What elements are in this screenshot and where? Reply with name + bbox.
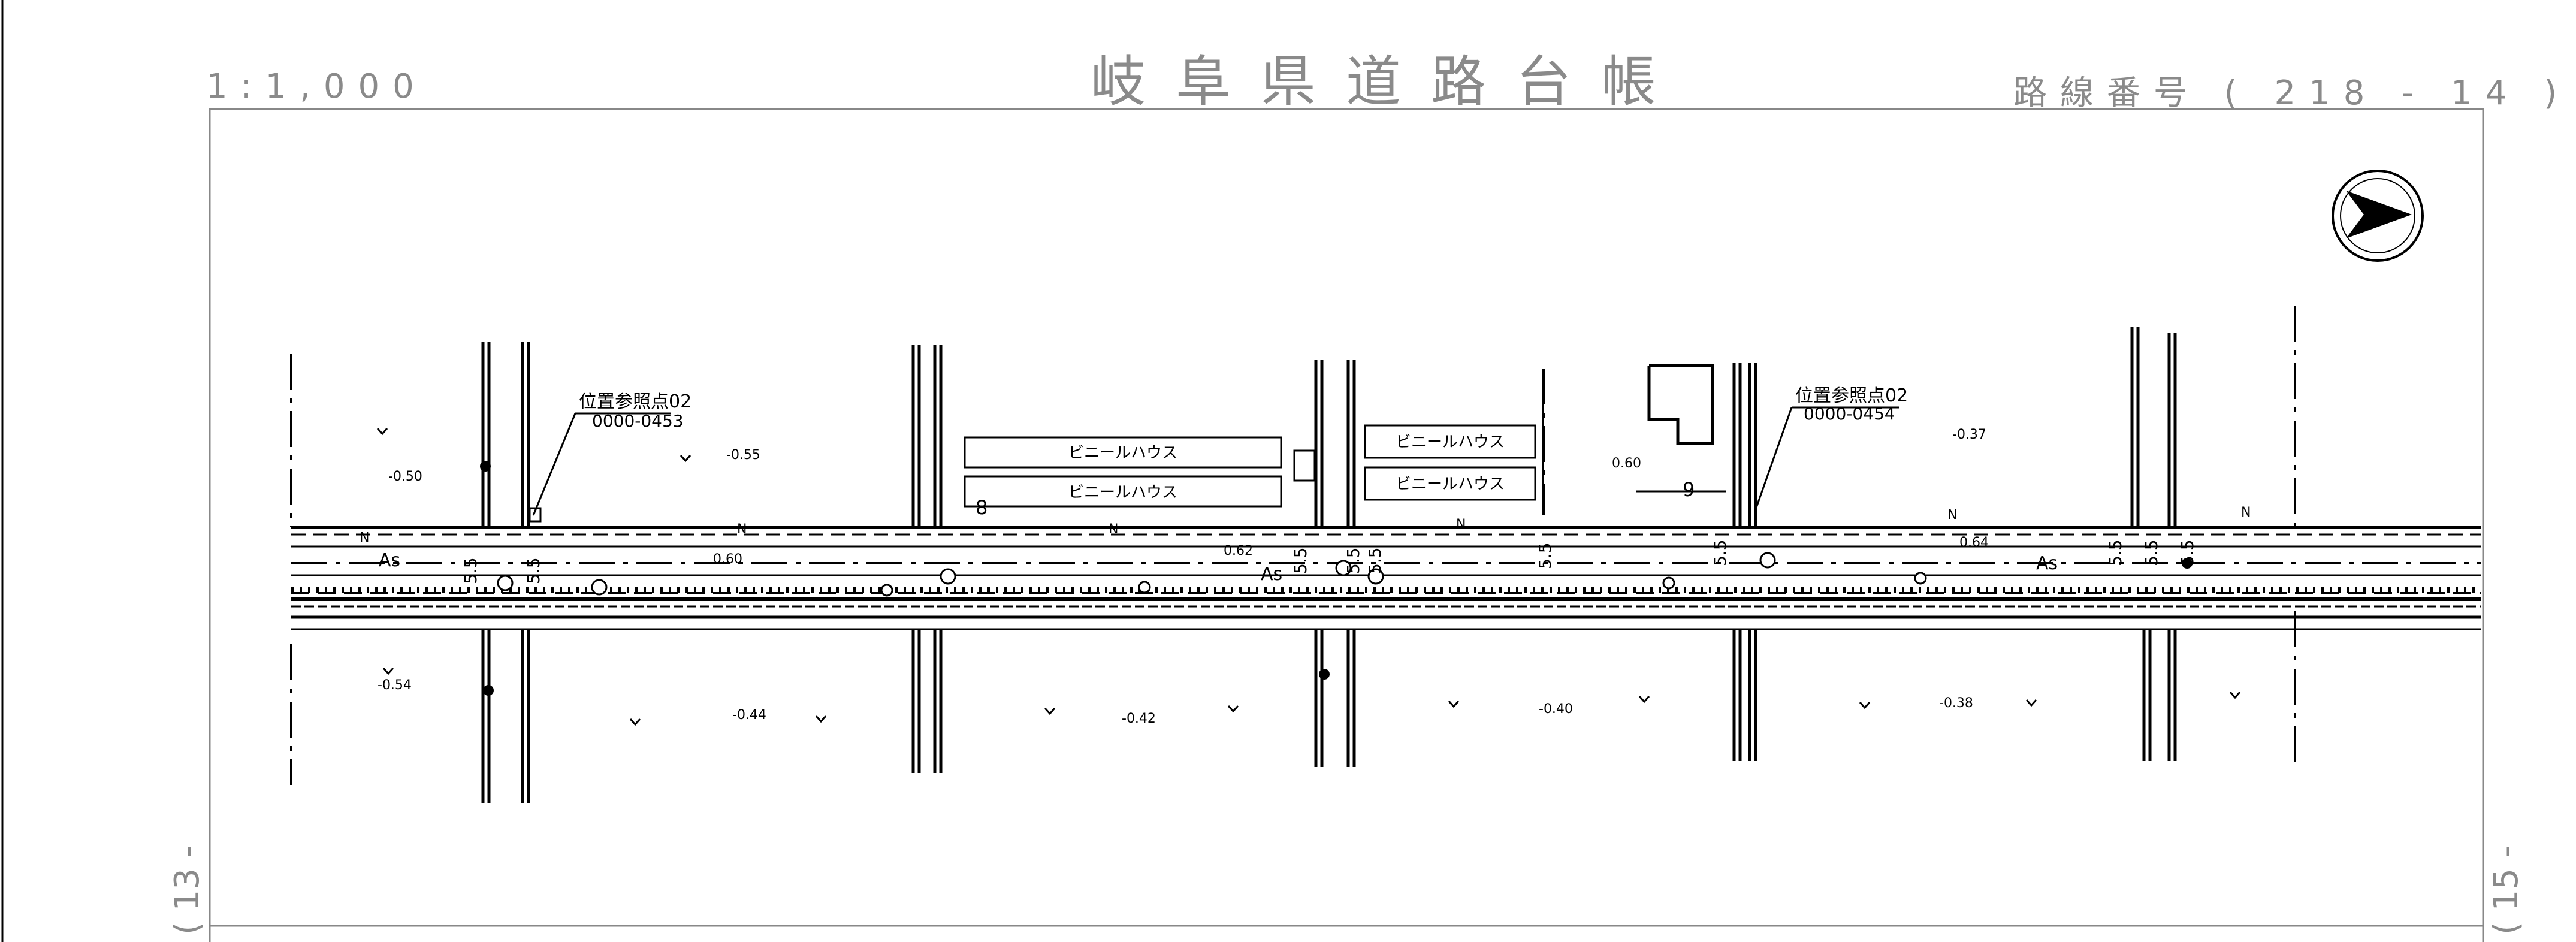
ref-point-label: 位置参照点02 <box>1795 385 1908 406</box>
elevation: -0.40 <box>1539 702 1573 717</box>
surface-label: As <box>1261 564 1282 585</box>
elevation: 0.64 <box>1959 535 1989 550</box>
lot-number: 8 <box>976 496 987 519</box>
width-mark: 5.5 <box>1710 539 1730 566</box>
elevation: 0.60 <box>1612 456 1641 471</box>
north-mark: N <box>1456 517 1466 532</box>
width-mark: 5.5 <box>2178 539 2197 566</box>
ref-point-code: 0000-0454 <box>1804 404 1895 424</box>
ref-point-label: 位置参照点02 <box>579 391 691 412</box>
width-mark: 5.5 <box>2142 539 2161 566</box>
north-mark: N <box>360 530 369 545</box>
road-markers <box>497 552 1927 597</box>
width-mark: 5.5 <box>461 557 481 584</box>
width-mark: 5.5 <box>1343 547 1363 574</box>
greenhouse-label: ビニールハウス <box>1396 433 1505 451</box>
elevation: -0.54 <box>378 678 412 693</box>
width-marks: 5.5 5.5 5.5 5.5 5.5 5.5 5.5 5.5 5.5 5.5 <box>461 539 2197 584</box>
poles <box>480 461 2193 696</box>
elevation: 0.62 <box>1224 544 1253 558</box>
elevation: -0.50 <box>388 469 422 484</box>
elevation: -0.44 <box>732 708 766 723</box>
width-mark: 5.5 <box>1535 542 1555 569</box>
surface-label: As <box>379 550 400 571</box>
reference-leaders <box>529 406 1899 523</box>
greenhouse-label: ビニールハウス <box>1396 475 1505 493</box>
elevation: 0.60 <box>713 552 742 567</box>
width-mark: 5.5 <box>1365 547 1385 574</box>
width-mark: 5.5 <box>524 557 543 584</box>
elevation: -0.42 <box>1122 711 1156 726</box>
north-mark: N <box>1109 522 1118 537</box>
page-title: 岐阜県道路台帳 <box>1091 50 1687 114</box>
north-arrow-icon <box>2332 170 2424 262</box>
greenhouse-label: ビニールハウス <box>1068 484 1177 502</box>
north-mark: N <box>2241 505 2251 520</box>
map-scale: 1:1,000 <box>206 67 427 106</box>
elevation: -0.55 <box>726 448 760 463</box>
width-mark: 5.5 <box>1291 547 1310 574</box>
map-frame <box>209 108 2484 942</box>
lot-number: 9 <box>1683 478 1695 501</box>
surface-label: As <box>2036 553 2058 574</box>
main-road <box>291 526 2481 630</box>
width-mark: 5.5 <box>2106 539 2125 566</box>
elevation: -0.38 <box>1939 696 1973 711</box>
elevation: -0.37 <box>1952 427 1986 442</box>
greenhouse-label: ビニールハウス <box>1068 444 1177 462</box>
vegetation-symbols <box>376 428 2241 726</box>
north-mark: N <box>737 522 747 537</box>
route-number: 路線番号 ( 218 - 14 ) <box>2013 74 2571 113</box>
cross-roads <box>481 327 2177 803</box>
ref-point-code: 0000-0453 <box>592 411 684 431</box>
structures <box>964 364 1726 508</box>
north-mark: N <box>1947 508 1957 523</box>
